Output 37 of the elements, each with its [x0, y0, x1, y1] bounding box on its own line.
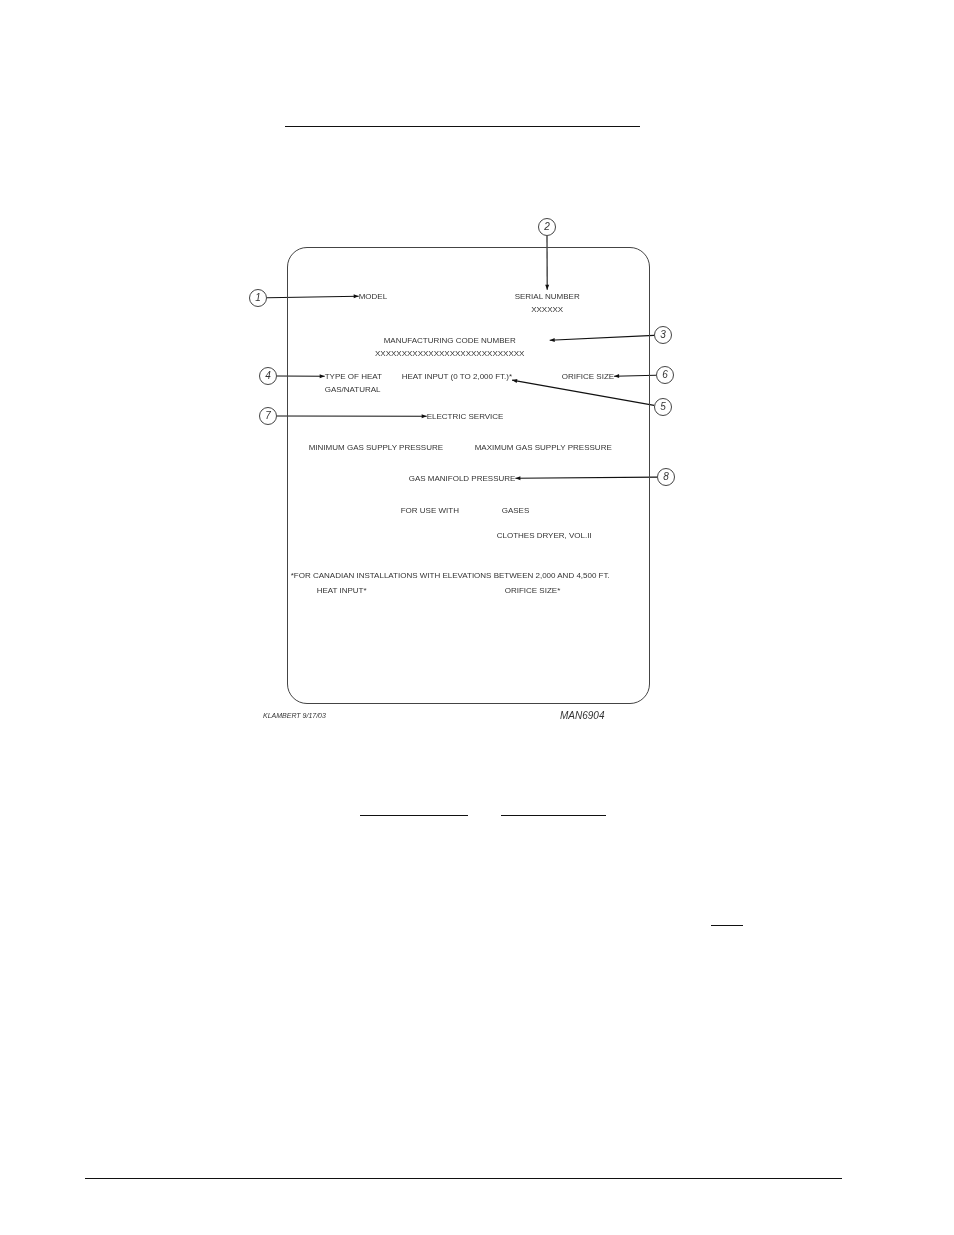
plate-text: SERIAL NUMBER — [513, 290, 581, 303]
plate-text: GASES — [501, 504, 530, 517]
leader-line — [514, 476, 658, 481]
plate-text: ORIFICE SIZE — [561, 369, 615, 383]
leader-line — [545, 235, 550, 291]
callout-number: 8 — [657, 468, 675, 486]
plate-text: XXXXXX — [530, 303, 565, 316]
plate-text: ELECTRIC SERVICE — [426, 409, 504, 423]
plate-text: MODEL — [358, 289, 388, 303]
callout-number: 4 — [259, 367, 277, 385]
plate-text: CLOTHES DRYER, VOL.II — [496, 529, 592, 542]
plate-text: MINIMUM GAS SUPPLY PRESSURE — [308, 441, 444, 454]
callout-number: 2 — [538, 218, 556, 236]
callout-number: 1 — [249, 289, 267, 307]
callout-number: 6 — [656, 366, 674, 384]
callout-number: 3 — [654, 326, 672, 344]
leader-line — [276, 414, 428, 419]
plate-text: TYPE OF HEAT — [324, 370, 382, 383]
leader-line — [276, 374, 326, 379]
plate-text: MAXIMUM GAS SUPPLY PRESSURE — [474, 441, 612, 454]
callout-number: 7 — [259, 407, 277, 425]
leader-line — [613, 374, 657, 379]
leader-line — [266, 294, 360, 299]
callout-number: 5 — [654, 398, 672, 416]
plate-text: MANUFACTURING CODE NUMBER — [382, 334, 517, 347]
plate-text: HEAT INPUT (0 TO 2,000 FT.)* — [401, 369, 513, 383]
plate-text: XXXXXXXXXXXXXXXXXXXXXXXXXXXX — [374, 347, 526, 360]
plate-text: GAS/NATURAL — [324, 383, 382, 396]
plate-text: HEAT INPUT* — [316, 584, 367, 597]
plate-text: FOR USE WITH — [400, 504, 459, 517]
drawing-number: MAN6904 — [560, 709, 605, 722]
nameplate-outline — [287, 247, 650, 704]
footnote-text: *FOR CANADIAN INSTALLATIONS WITH ELEVATIONS BETWEEN 2,000 AND 4,500 FT. — [290, 569, 610, 582]
leader-line — [511, 379, 655, 406]
leader-line — [549, 334, 655, 342]
plate-text: GAS MANIFOLD PRESSURE — [408, 471, 516, 485]
plate-text: ORIFICE SIZE* — [504, 584, 561, 597]
